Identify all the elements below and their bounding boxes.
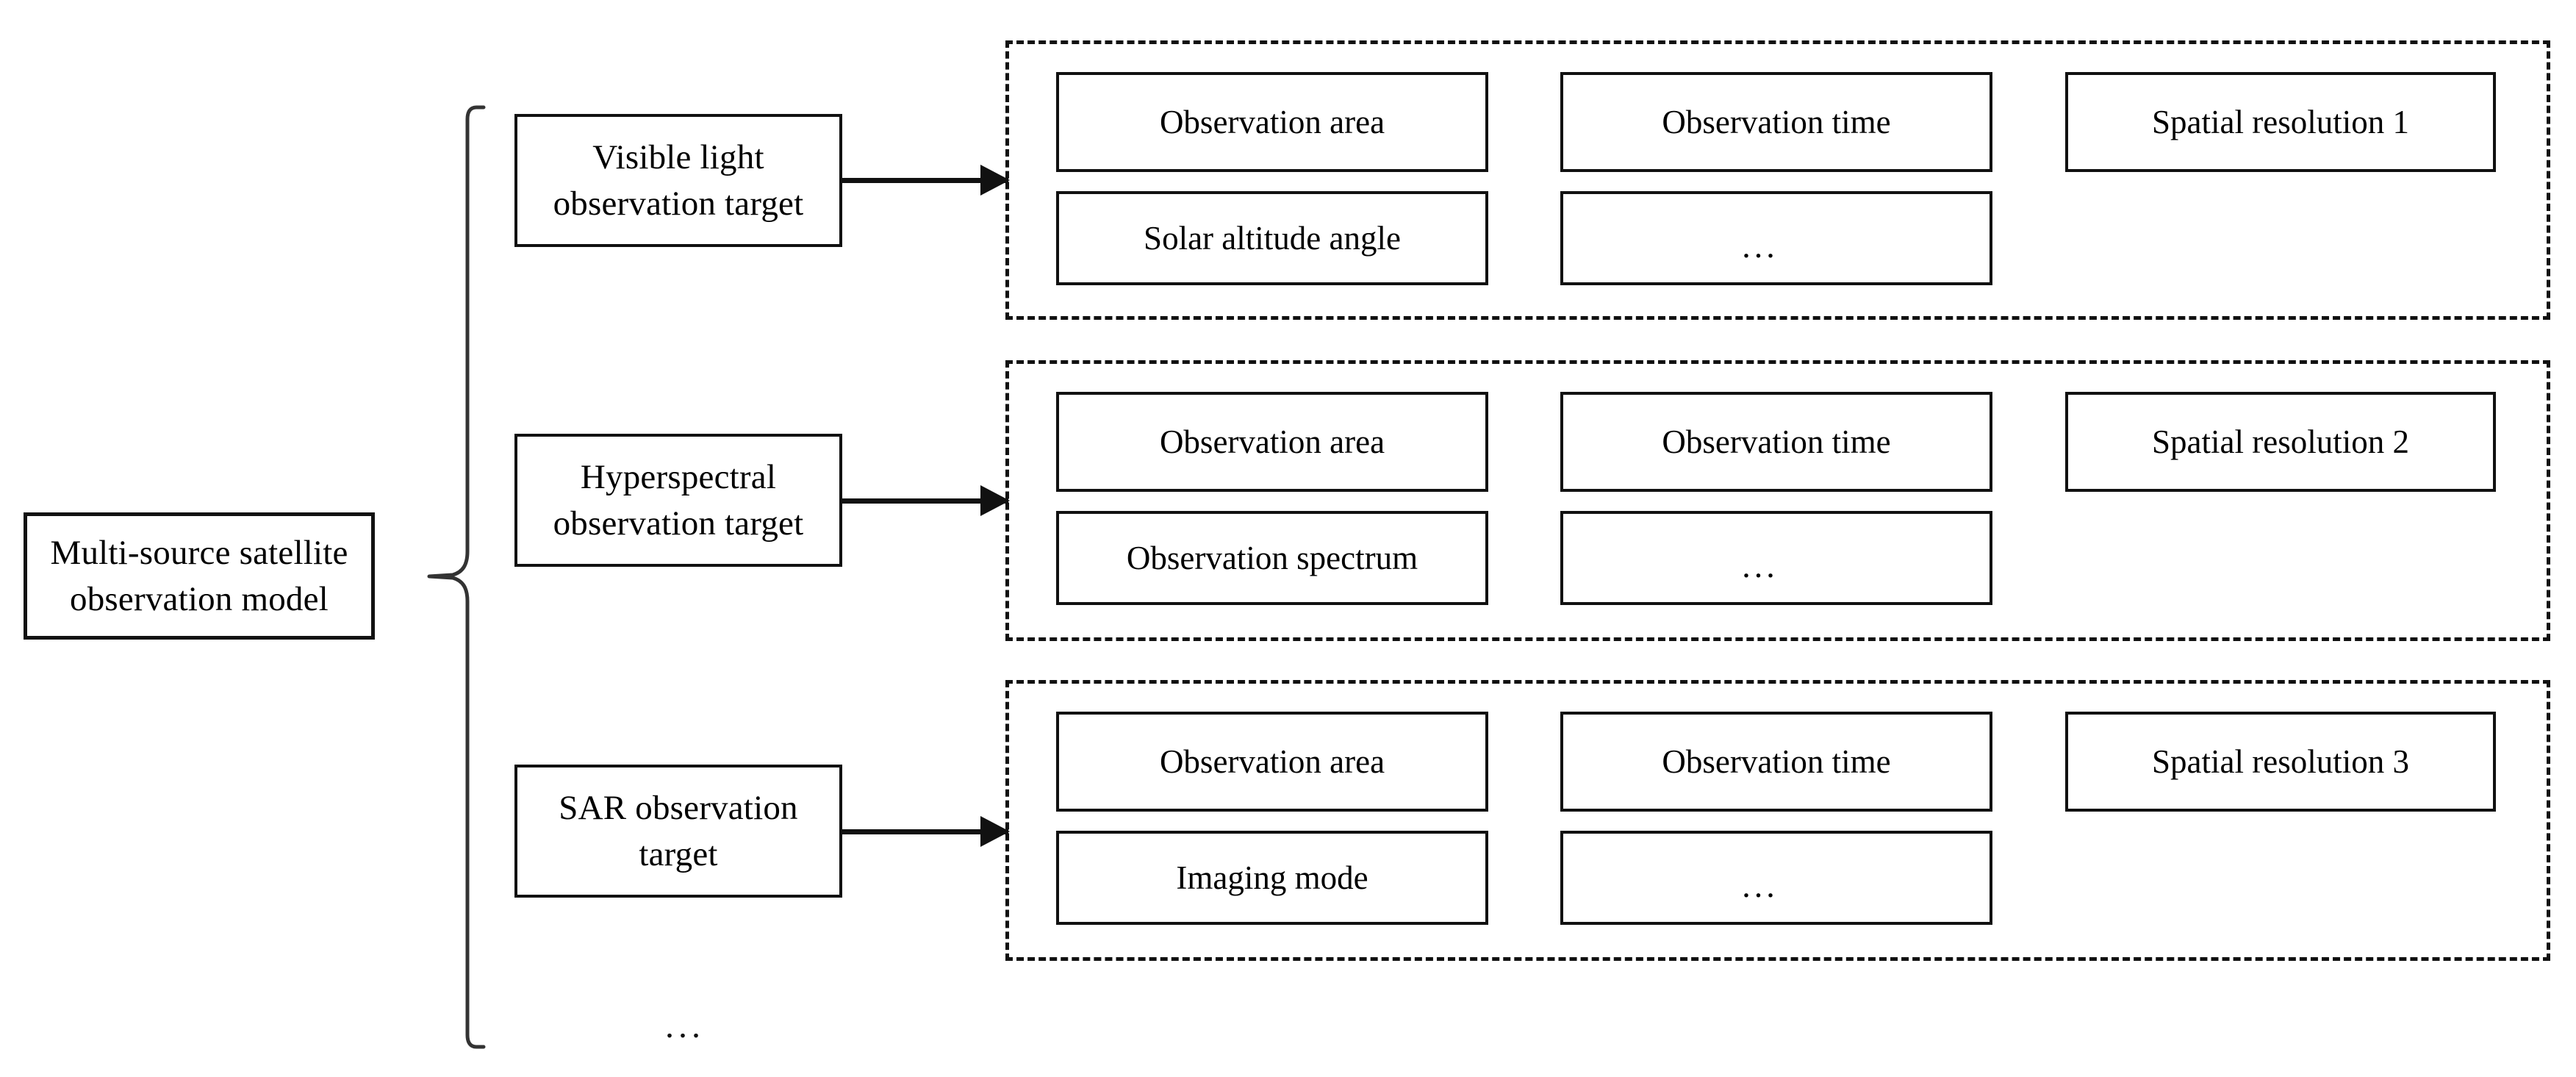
attribute-label: Imaging mode — [1176, 859, 1368, 896]
attribute-label: Observation area — [1159, 423, 1385, 460]
arrow-right-icon-branch-0 — [842, 165, 1010, 196]
attribute-box-observation-area[interactable]: Observation area — [1056, 712, 1488, 812]
attribute-label: Solar altitude angle — [1144, 220, 1401, 257]
attribute-box-observation-area[interactable]: Observation area — [1056, 392, 1488, 492]
attribute-group-sar: Observation area Observation time Spatia… — [1005, 680, 2550, 961]
arrow-right-icon-branch-1 — [842, 485, 1010, 516]
target-node-sar[interactable]: SAR observation target — [514, 765, 842, 898]
attribute-box-spatial-resolution[interactable]: Spatial resolution 1 — [2065, 72, 2496, 172]
attribute-box-observation-time[interactable]: Observation time — [1560, 72, 1992, 172]
branch-tail-ellipsis: ... — [665, 1006, 705, 1045]
attribute-group-hyperspectral: Observation area Observation time Spatia… — [1005, 360, 2550, 641]
target-node-label: Visible light observation target — [553, 138, 804, 223]
attribute-label: ... — [1742, 546, 1779, 584]
attribute-box-more-ellipsis[interactable]: ... — [1560, 511, 1992, 605]
attribute-box-more-ellipsis[interactable]: ... — [1560, 831, 1992, 925]
attribute-box-imaging-mode[interactable]: Imaging mode — [1056, 831, 1488, 925]
target-node-visible-light[interactable]: Visible light observation target — [514, 114, 842, 247]
attribute-box-spatial-resolution[interactable]: Spatial resolution 2 — [2065, 392, 2496, 492]
attribute-label: Observation area — [1159, 743, 1385, 780]
arrow-right-icon-branch-2 — [842, 816, 1010, 847]
target-node-label: SAR observation target — [559, 789, 798, 873]
attribute-label: Observation time — [1662, 104, 1891, 140]
attribute-label: Spatial resolution 3 — [2152, 743, 2409, 780]
root-node-label: Multi-source satellite observation model — [50, 534, 348, 618]
attribute-group-visible-light: Observation area Observation time Spatia… — [1005, 40, 2550, 320]
attribute-box-observation-time[interactable]: Observation time — [1560, 712, 1992, 812]
target-node-label: Hyperspectral observation target — [553, 458, 804, 543]
attribute-box-more-ellipsis[interactable]: ... — [1560, 191, 1992, 285]
attribute-box-observation-area[interactable]: Observation area — [1056, 72, 1488, 172]
attribute-box-observation-time[interactable]: Observation time — [1560, 392, 1992, 492]
attribute-box-solar-altitude-angle[interactable]: Solar altitude angle — [1056, 191, 1488, 285]
attribute-label: Observation time — [1662, 743, 1891, 780]
attribute-label: ... — [1742, 226, 1779, 265]
attribute-label: Spatial resolution 1 — [2152, 104, 2409, 140]
attribute-box-spatial-resolution[interactable]: Spatial resolution 3 — [2065, 712, 2496, 812]
attribute-label: Observation area — [1159, 104, 1385, 140]
attribute-label: Observation spectrum — [1126, 540, 1418, 576]
attribute-box-observation-spectrum[interactable]: Observation spectrum — [1056, 511, 1488, 605]
curly-brace-icon — [427, 105, 486, 1049]
attribute-label: ... — [1742, 866, 1779, 904]
attribute-label: Observation time — [1662, 423, 1891, 460]
attribute-label: Spatial resolution 2 — [2152, 423, 2409, 460]
root-node-multi-source-satellite-observation-model[interactable]: Multi-source satellite observation model — [24, 512, 375, 640]
target-node-hyperspectral[interactable]: Hyperspectral observation target — [514, 434, 842, 567]
